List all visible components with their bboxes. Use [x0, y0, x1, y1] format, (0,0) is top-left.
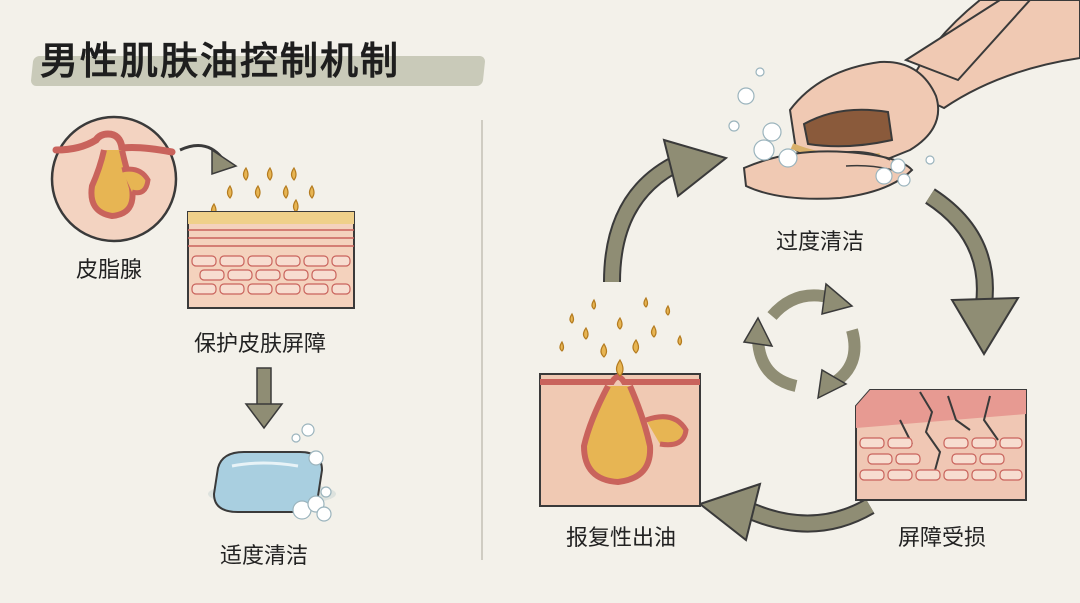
over-cleanse-label: 过度清洁: [776, 230, 865, 255]
page-title: 男性肌肤油控制机制: [40, 39, 401, 83]
sebaceous-gland-icon: [50, 115, 178, 243]
recycle-icon-heads: [742, 282, 854, 400]
barrier-label: 保护皮肤屏障: [194, 332, 327, 357]
damaged-skin-block: [855, 389, 1027, 501]
oil-droplets-icon: [210, 166, 315, 217]
cleanse-label: 适度清洁: [220, 544, 309, 569]
healthy-skin-block: [187, 211, 355, 309]
rebound-oil-gland-icon: [539, 296, 701, 507]
gland-label: 皮脂腺: [76, 258, 143, 283]
hands-scrubbing-icon: [728, 0, 1080, 200]
damage-label: 屏障受损: [898, 526, 987, 551]
panel-divider: [481, 120, 483, 560]
cycle-arrow-right: [924, 188, 1020, 356]
cycle-arrow-bottom: [697, 482, 875, 542]
cycle-arrow-top-left: [603, 138, 729, 283]
arrow-barrier-to-cleanse: [244, 367, 284, 430]
rebound-label: 报复性出油: [566, 526, 677, 551]
arrow-head-gland: [211, 148, 238, 176]
soap-icon: [208, 423, 336, 522]
title-area: 男性肌肤油控制机制: [30, 30, 486, 86]
